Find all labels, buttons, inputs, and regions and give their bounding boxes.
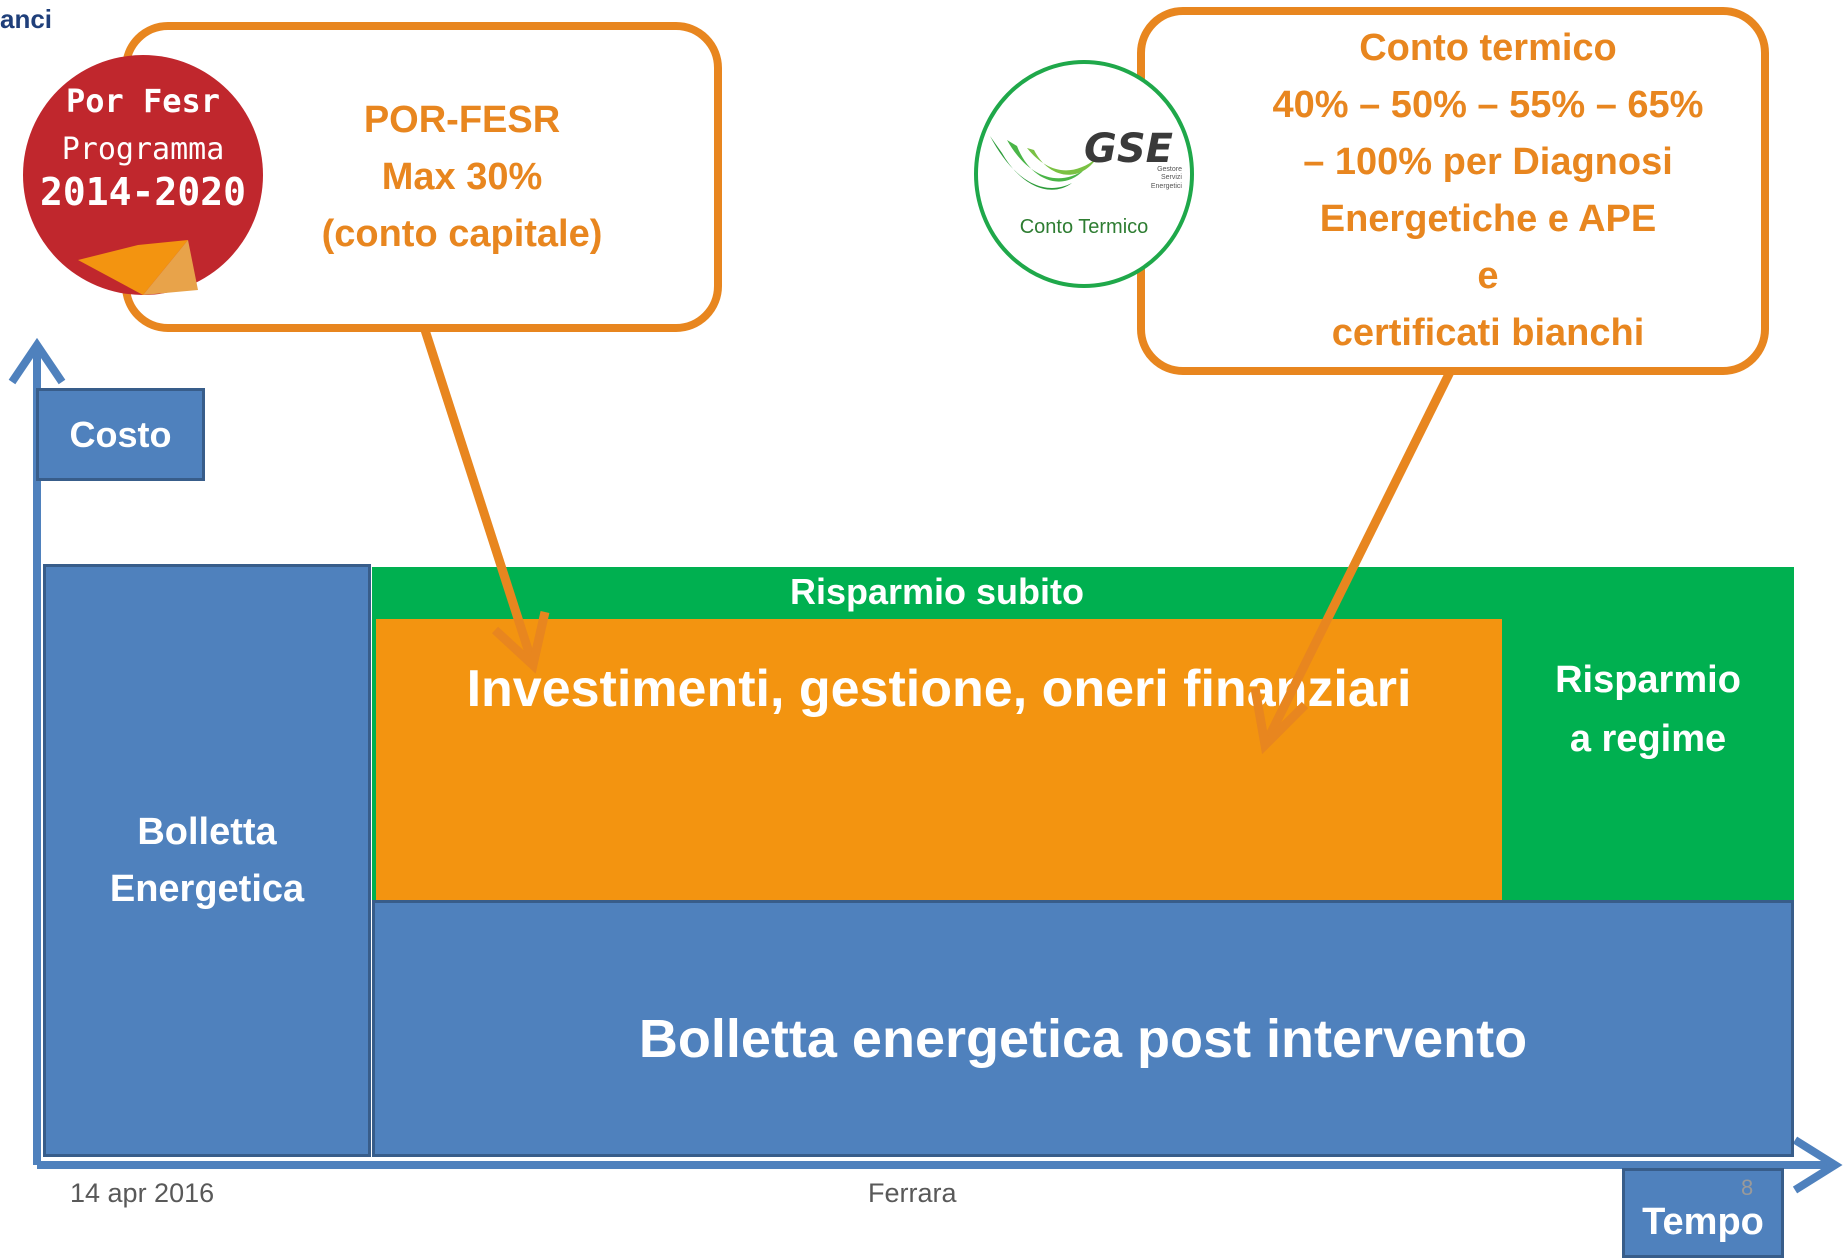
bolletta-post-label: Bolletta energetica post intervento	[638, 1008, 1528, 1069]
risparmio-subito-label: Risparmio subito	[789, 571, 1085, 612]
footer-page-number: 8	[1741, 1175, 1754, 1200]
y-axis-arrowhead	[8, 337, 66, 385]
gse-logo: GSE Gestore Servizi Energetici Conto Ter…	[972, 58, 1196, 290]
x-axis-arrowhead	[1792, 1136, 1843, 1194]
por-fesr-line2: Programma	[61, 132, 225, 167]
y-axis-label: Costo	[36, 388, 205, 481]
callout-conto-termico: Conto termico 40% – 50% – 55% – 65% – 10…	[1137, 7, 1769, 375]
bolletta-label: Bolletta Energetica	[109, 810, 305, 910]
left-connector-arrowhead	[491, 611, 550, 674]
right-connector-arrowhead	[1250, 687, 1309, 755]
x-axis-label: Tempo	[1622, 1168, 1784, 1258]
left-connector	[420, 328, 538, 667]
gse-name: GSE	[1084, 126, 1173, 172]
callout-por-fesr-text: POR-FESR Max 30% (conto capitale)	[321, 98, 603, 255]
risparmio-regime-label: Risparmio a regime	[1502, 650, 1794, 770]
risparmio-regime-text: Risparmio a regime	[1555, 659, 1741, 760]
gse-caption: Conto Termico	[1019, 216, 1149, 238]
block-bolletta-energetica: Bolletta Energetica	[43, 564, 371, 1157]
por-fesr-logo-graphic	[23, 55, 263, 295]
block-bolletta-post: Bolletta energetica post intervento	[372, 900, 1794, 1157]
por-fesr-line3: 2014-2020	[40, 170, 246, 214]
right-connector	[1260, 370, 1455, 747]
por-fesr-line1: Por Fesr	[65, 82, 221, 120]
footer-place: Ferrara	[868, 1178, 957, 1208]
callout-conto-termico-text: Conto termico 40% – 50% – 55% – 65% – 10…	[1272, 27, 1704, 354]
por-fesr-logo: Por Fesr Programma 2014-2020	[18, 50, 268, 300]
x-axis-label-text: Tempo	[1642, 1200, 1764, 1243]
block-investimenti: Investimenti, gestione, oneri finanziari	[376, 619, 1502, 902]
gse-small-text: Gestore Servizi Energetici	[1150, 166, 1182, 190]
gse-logo-graphic	[974, 60, 1194, 288]
footer-date: 14 apr 2016	[70, 1178, 215, 1208]
anci-logo-text: anci	[0, 4, 53, 34]
